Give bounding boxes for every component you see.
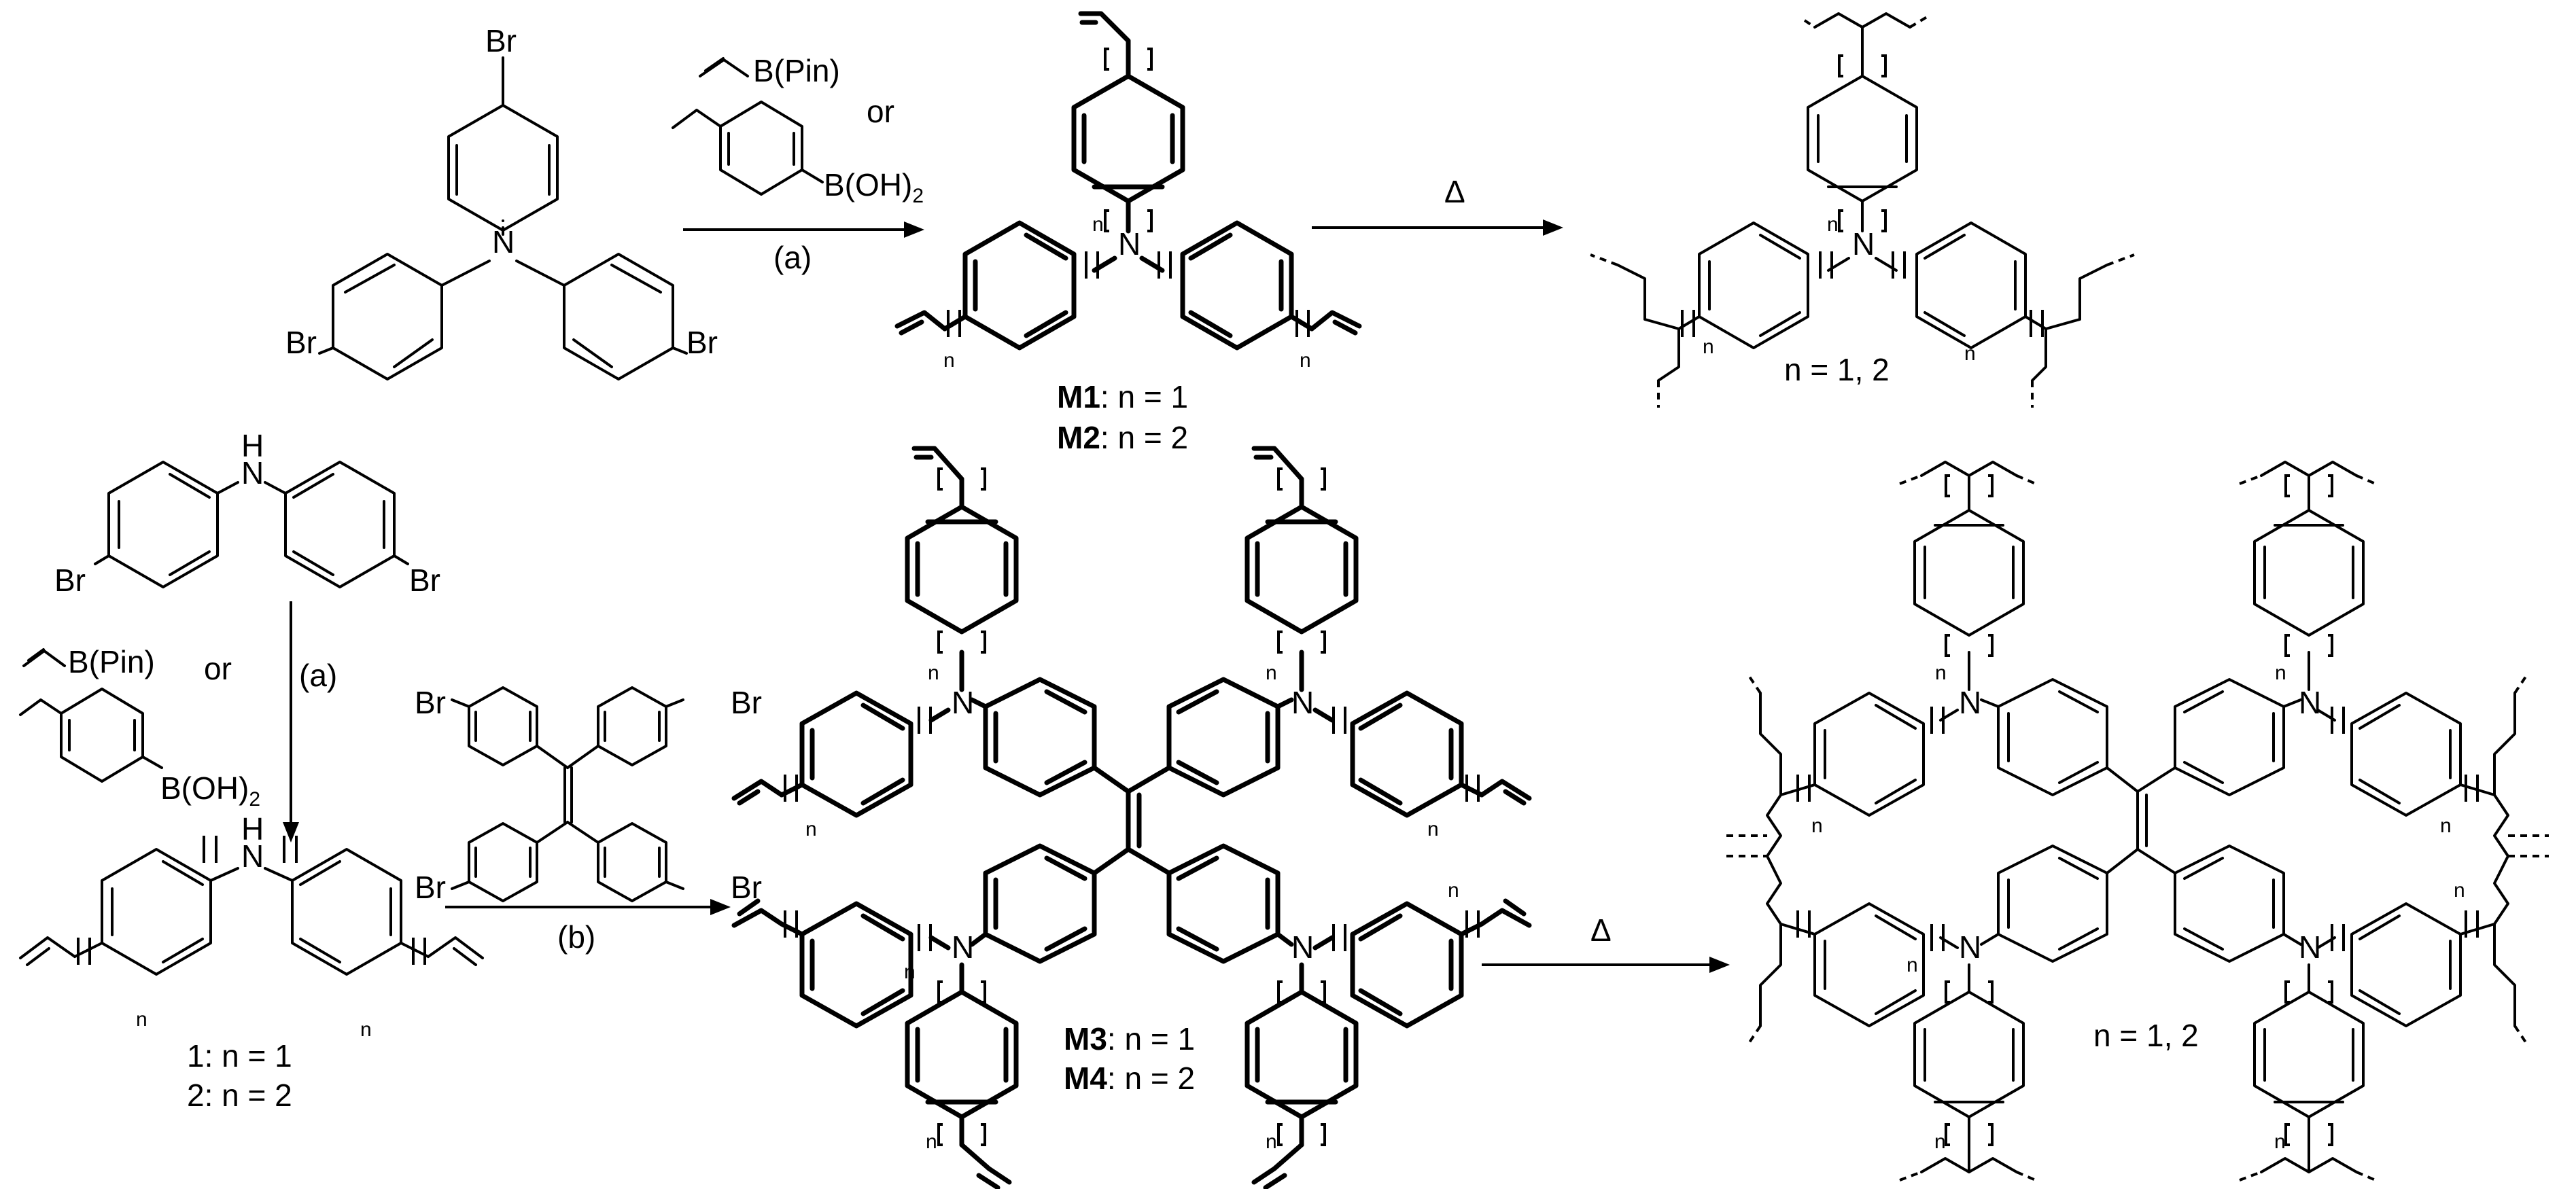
reagent-or: or <box>867 94 894 129</box>
m3-ring-tl-top <box>905 504 1019 635</box>
atom-br-top: Br <box>485 23 517 58</box>
dpa-atom-n: N <box>241 455 264 491</box>
reagents-row2: B(Pin) or B(OH)2 <box>19 644 260 811</box>
net-atom-n-tr: N <box>2299 685 2321 720</box>
m1-ring-left <box>962 220 1077 351</box>
m3-atom-n-bl: N <box>952 929 974 965</box>
m3-n-bl-bottom: n <box>926 1131 937 1153</box>
c1-atom-n: N <box>241 838 264 874</box>
reagent-vinyl-bpin: B(Pin) <box>753 53 840 88</box>
m3-ring-cyan-tl <box>983 677 1097 798</box>
m3-ring-br-right <box>1350 901 1464 1029</box>
net-n-4: n <box>2440 815 2452 837</box>
polymer-network: N N N N n n n <box>1726 461 2549 1182</box>
monomer-m1-m2: n N n n <box>894 11 1362 372</box>
label-m2: M2: n = 2 <box>1057 420 1188 455</box>
net-atom-n-bl: N <box>1959 929 1981 965</box>
step-b: (b) <box>557 919 595 955</box>
label-m1: M1: n = 1 <box>1057 379 1188 414</box>
step-a-row1: (a) <box>773 240 812 275</box>
polymer-top: n N n n <box>1590 12 2135 408</box>
tpe-br-bl: Br <box>415 870 446 905</box>
c1-n-left: n <box>136 1008 147 1031</box>
tribromotriphenylamine: Br N Br Br <box>285 23 718 380</box>
dpa-br-left: Br <box>54 563 86 598</box>
m3-ring-cyan-br <box>1166 843 1281 964</box>
arrow-b-head <box>710 899 731 915</box>
m3-ring-tr-right <box>1350 690 1464 818</box>
m3-n-br-right: n <box>1448 879 1459 902</box>
m3-atom-n-br: N <box>1291 929 1314 965</box>
dpa-br-right: Br <box>409 563 440 598</box>
m3-n-tl-top: n <box>928 662 939 684</box>
net-n-6: n <box>2454 879 2465 902</box>
c1-n-right: n <box>360 1018 372 1041</box>
m1-n-left: n <box>943 349 955 372</box>
tetrabromophenylethylene: Br Br Br Br <box>415 685 762 905</box>
net-n-2: n <box>2275 662 2286 684</box>
net-n-5: n <box>1907 954 1918 976</box>
m1-n-top: n <box>1092 213 1104 236</box>
step-a-row2: (a) <box>299 658 337 693</box>
atom-br-right: Br <box>686 325 718 360</box>
m3-n-br-bottom: n <box>1266 1131 1277 1153</box>
label-m3: M3: n = 1 <box>1064 1021 1195 1057</box>
m3-ring-cyan-tr <box>1166 677 1281 798</box>
m3-n-tr-right: n <box>1427 818 1439 840</box>
reagent-boronic: B(OH)2 <box>824 167 924 207</box>
m3-ring-cyan-bl <box>983 843 1097 964</box>
m1-ring-top <box>1071 73 1185 204</box>
net-n-3: n <box>1811 815 1823 837</box>
m3-n-tr-top: n <box>1266 662 1277 684</box>
m3-ring-tr-top <box>1245 504 1359 635</box>
poly1-atom-n: N <box>1852 226 1875 262</box>
dibromodiphenylamine: H N Br Br <box>54 428 440 598</box>
reagent2-or: or <box>204 651 232 686</box>
net-atom-n-tl: N <box>1959 685 1981 720</box>
net-n-1: n <box>1935 662 1947 684</box>
reagent2-vinyl-bpin: B(Pin) <box>68 644 155 679</box>
arrow-heat-row1-head <box>1543 219 1563 236</box>
label-c2: 2: n = 2 <box>187 1078 292 1113</box>
m3-ring-tl-left <box>799 690 913 818</box>
poly1-n-top: n <box>1827 213 1839 236</box>
label-m4: M4: n = 2 <box>1064 1061 1195 1096</box>
net-n-7: n <box>1934 1131 1946 1153</box>
label-poly-top: n = 1, 2 <box>1784 352 1890 387</box>
tpe-br-tl: Br <box>415 685 446 720</box>
step-heat-row2: Δ <box>1590 912 1612 948</box>
monomer-m3-m4: N N N N n n n <box>731 446 1532 1189</box>
poly1-n-left: n <box>1703 336 1714 358</box>
net-n-8: n <box>2274 1131 2286 1153</box>
m1-ring-right <box>1180 220 1294 351</box>
poly1-n-right: n <box>1964 342 1976 365</box>
step-heat-row1: Δ <box>1444 174 1465 209</box>
label-c1: 1: n = 1 <box>187 1038 292 1073</box>
c1-atom-h: H <box>241 811 264 847</box>
tpe-br-tr: Br <box>731 685 762 720</box>
arrow-heat-row2-head <box>1709 957 1730 973</box>
reagent2-boronic: B(OH)2 <box>160 770 260 811</box>
m3-ring-bl-bottom <box>905 989 1019 1120</box>
dpa-atom-h: H <box>241 428 264 463</box>
m1-n-right: n <box>1300 349 1311 372</box>
reagents-row1: B(Pin) or B(OH)2 <box>672 53 924 207</box>
label-poly-bottom: n = 1, 2 <box>2093 1018 2199 1053</box>
atom-n: N <box>492 224 515 260</box>
m3-ring-br-bottom <box>1245 989 1359 1120</box>
m3-ring-bl-left <box>799 901 913 1029</box>
m3-n-tl-left: n <box>805 818 817 840</box>
m1-atom-n: N <box>1118 226 1141 262</box>
compound-1-2: H N n n <box>19 811 484 1041</box>
arrow-a-row2-head <box>283 822 299 842</box>
m3-n-bl-left: n <box>904 961 916 983</box>
atom-br-left: Br <box>285 325 317 360</box>
arrow-a-row1-head <box>904 221 924 238</box>
